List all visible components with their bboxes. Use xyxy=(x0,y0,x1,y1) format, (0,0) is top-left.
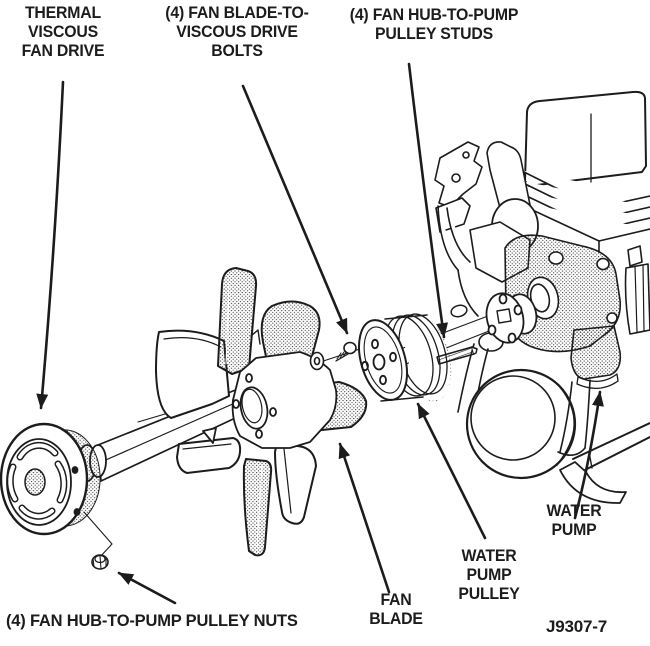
fan-hub-drawing xyxy=(202,329,338,449)
arrow-to-drive-bolts xyxy=(241,84,349,335)
arrow-to-pump-pulley xyxy=(416,402,487,540)
drive-bolt-and-washer-drawing xyxy=(309,341,357,371)
label-water-pump: WATER PUMP xyxy=(546,502,602,539)
arrow-to-fan-drive xyxy=(36,80,65,410)
crank-pulley-drawing xyxy=(465,368,577,480)
arrow-to-pulley-nut xyxy=(117,571,177,605)
pump-hub-flange-drawing xyxy=(450,292,538,344)
label-fan-hub-to-pump-pulley-studs: (4) FAN HUB-TO-PUMP PULLEY STUDS xyxy=(349,6,519,43)
engine-mount-lines xyxy=(559,422,650,504)
label-water-pump-pulley: WATER PUMP PULLEY xyxy=(458,547,520,603)
water-pump-pulley-drawing xyxy=(358,313,452,404)
figure-number: J9307-7 xyxy=(546,617,607,636)
pulley-nut-drawing xyxy=(83,511,113,570)
pulley-stud-drawing xyxy=(436,346,478,365)
engine-block-drawing xyxy=(434,90,650,504)
arrow-to-fan-blade xyxy=(338,442,391,594)
fan-drive-slots xyxy=(6,441,68,520)
label-fan-hub-to-pump-pulley-nuts: (4) FAN HUB-TO-PUMP PULLEY NUTS xyxy=(6,612,298,630)
label-thermal-viscous-fan-drive: THERMAL VISCOUS FAN DRIVE xyxy=(21,4,105,60)
label-fan-blade: FAN BLADE xyxy=(369,591,423,628)
label-fan-blade-to-viscous-drive-bolts: (4) FAN BLADE-TO- VISCOUS DRIVE BOLTS xyxy=(165,4,309,60)
arrow-to-pulley-studs xyxy=(407,62,449,339)
viscous-fan-drive-drawing xyxy=(0,422,107,536)
valve-cover-drawing xyxy=(524,90,647,187)
pump-outlet-drawing xyxy=(557,325,622,456)
bolt-head-drawing xyxy=(343,341,357,355)
cover-flange-lines xyxy=(510,169,650,253)
arrow-to-water-pump xyxy=(573,390,604,520)
callout-arrows xyxy=(36,62,604,605)
